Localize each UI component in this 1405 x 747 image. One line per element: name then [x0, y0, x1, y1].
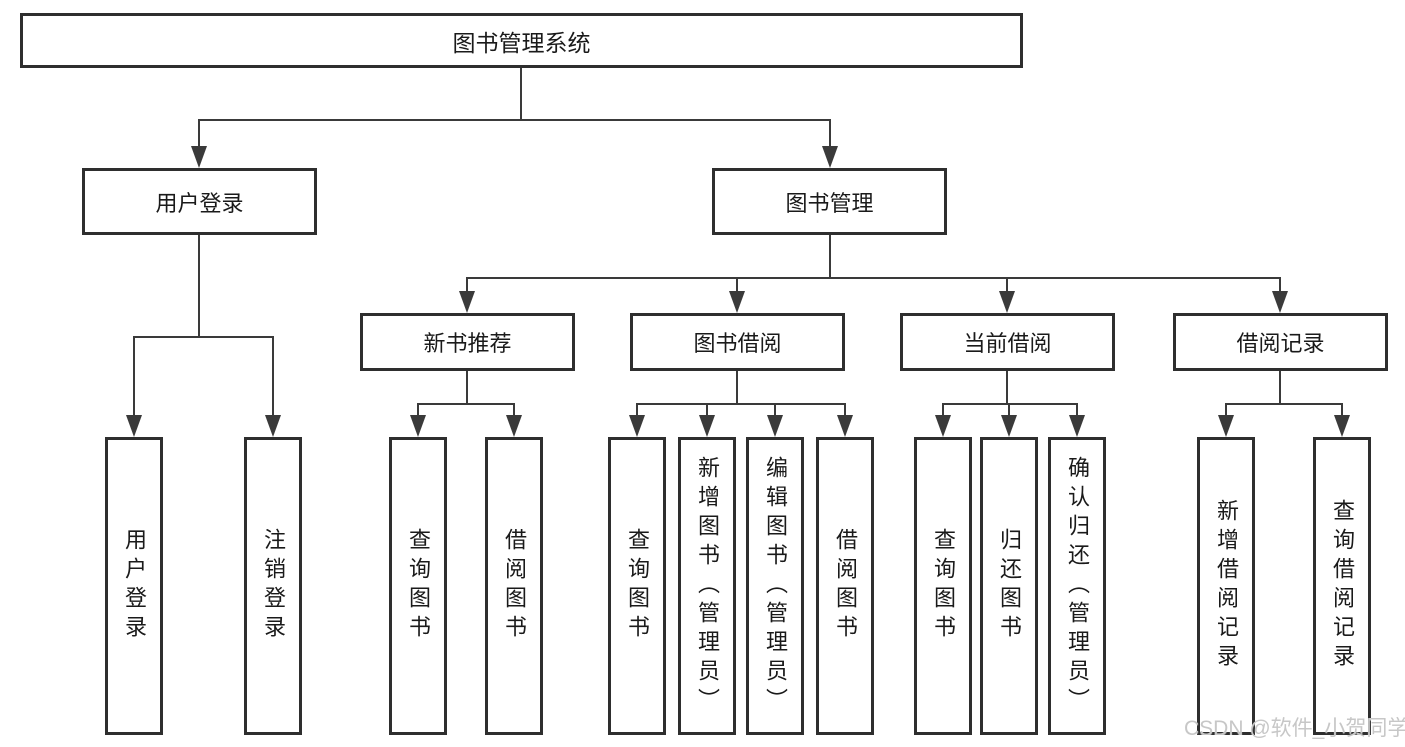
arrowhead-down-icon — [1069, 415, 1085, 437]
leaf-return-books: 归还图书 — [980, 437, 1038, 735]
arrowhead-down-icon — [191, 146, 207, 168]
arrowhead-down-icon — [506, 415, 522, 437]
node-library-management-system: 图书管理系统 — [20, 13, 1023, 68]
edge-drop — [513, 403, 515, 418]
leaf-query-borrow-record: 查询借阅记录 — [1313, 437, 1371, 735]
node-user-login: 用户登录 — [82, 168, 317, 235]
arrowhead-down-icon — [1334, 415, 1350, 437]
edge-borrowing-stem — [736, 371, 738, 405]
edge-new-book-connector — [417, 403, 515, 405]
node-new-book-recommendation: 新书推荐 — [360, 313, 575, 371]
arrowhead-down-icon — [699, 415, 715, 437]
edge-drop — [1341, 403, 1343, 418]
edge-records-stem — [1279, 371, 1281, 405]
node-book-borrowing: 图书借阅 — [630, 313, 845, 371]
leaf-add-borrow-record: 新增借阅记录 — [1197, 437, 1255, 735]
edge-user-login-connector — [133, 336, 274, 338]
edge-drop — [829, 119, 831, 149]
edge-current-connector — [942, 403, 1078, 405]
arrowhead-down-icon — [126, 415, 142, 437]
edge-drop — [466, 277, 468, 294]
edge-borrowing-connector — [636, 403, 846, 405]
leaf-edit-books-admin: 编辑图书（管理员） — [746, 437, 804, 735]
leaf-logout: 注销登录 — [244, 437, 302, 735]
arrowhead-down-icon — [837, 415, 853, 437]
watermark: CSDN @软件_小贺同学 — [1184, 717, 1405, 740]
node-borrowing-records: 借阅记录 — [1173, 313, 1388, 371]
leaf-user-login: 用户登录 — [105, 437, 163, 735]
edge-user-login-stem — [198, 235, 200, 337]
edge-drop — [417, 403, 419, 418]
edge-drop — [844, 403, 846, 418]
node-current-borrowing: 当前借阅 — [900, 313, 1115, 371]
edge-drop — [1008, 403, 1010, 418]
edge-drop — [1225, 403, 1227, 418]
arrowhead-down-icon — [629, 415, 645, 437]
edge-root-stem — [520, 68, 522, 120]
arrowhead-down-icon — [935, 415, 951, 437]
edge-drop — [706, 403, 708, 418]
arrowhead-down-icon — [1001, 415, 1017, 437]
arrowhead-down-icon — [767, 415, 783, 437]
leaf-query-books-recommend: 查询图书 — [389, 437, 447, 735]
edge-drop — [774, 403, 776, 418]
edge-book-mgmt-stem — [829, 235, 831, 279]
edge-drop — [736, 277, 738, 294]
edge-drop — [1279, 277, 1281, 294]
leaf-confirm-return-admin: 确认归还（管理员） — [1048, 437, 1106, 735]
edge-drop — [636, 403, 638, 418]
edge-drop — [198, 119, 200, 149]
arrowhead-down-icon — [729, 291, 745, 313]
arrowhead-down-icon — [822, 146, 838, 168]
leaf-query-books-current: 查询图书 — [914, 437, 972, 735]
edge-records-connector — [1225, 403, 1343, 405]
edge-drop — [1076, 403, 1078, 418]
arrowhead-down-icon — [999, 291, 1015, 313]
arrowhead-down-icon — [410, 415, 426, 437]
edge-level3-connector — [466, 277, 1281, 279]
edge-drop — [942, 403, 944, 418]
edge-level2-connector — [198, 119, 831, 121]
edge-drop — [133, 336, 135, 418]
arrowhead-down-icon — [265, 415, 281, 437]
edge-drop — [1006, 277, 1008, 294]
arrowhead-down-icon — [1218, 415, 1234, 437]
leaf-add-books-admin: 新增图书（管理员） — [678, 437, 736, 735]
leaf-borrow-books-recommend: 借阅图书 — [485, 437, 543, 735]
edge-current-stem — [1006, 371, 1008, 405]
arrowhead-down-icon — [1272, 291, 1288, 313]
leaf-query-books-borrow: 查询图书 — [608, 437, 666, 735]
edge-drop — [272, 336, 274, 418]
node-book-management: 图书管理 — [712, 168, 947, 235]
leaf-borrow-books: 借阅图书 — [816, 437, 874, 735]
edge-new-book-stem — [466, 371, 468, 405]
arrowhead-down-icon — [459, 291, 475, 313]
